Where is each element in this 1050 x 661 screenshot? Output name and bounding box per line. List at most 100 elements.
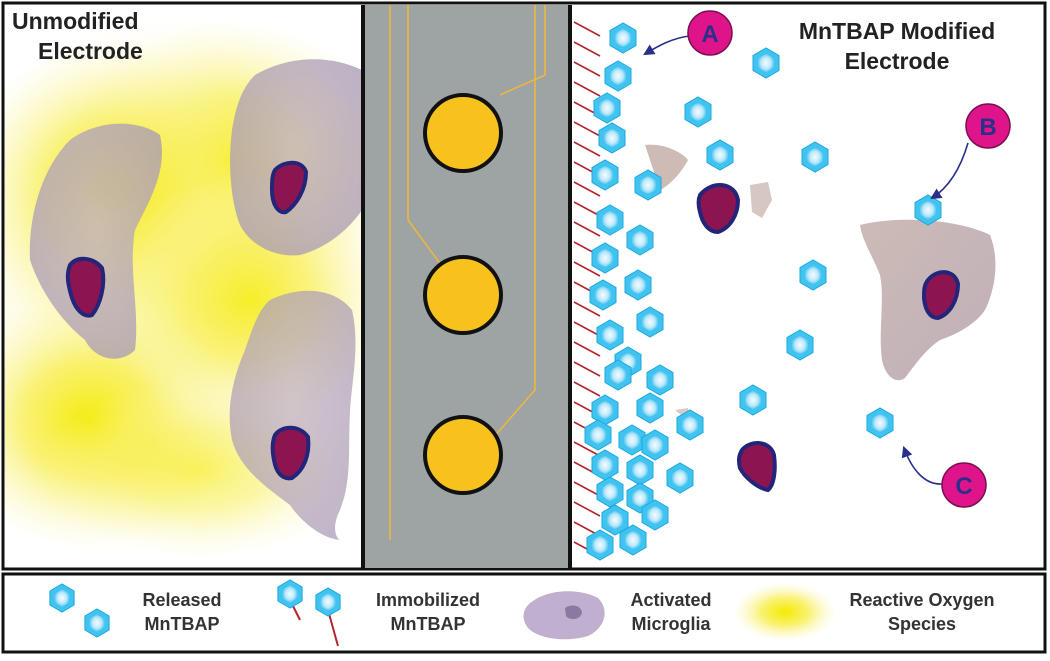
tether-line [573,361,601,377]
mntbap-hexagon-core [598,98,616,118]
mntbap-hexagon-core [871,413,889,433]
mntbap-hexagon-core [596,165,614,185]
nucleus [736,441,777,493]
mntbap-hexagon-core [631,488,649,508]
ros-glow-icon [733,582,837,642]
mntbap-hexagon-core [320,593,336,611]
mntbap-hexagon-core [919,200,937,220]
legend-microglia: Activated Microglia [606,588,736,636]
legend-immobilized-line2: MnTBAP [390,614,466,634]
tether-line [573,201,601,217]
mntbap-hexagon-core [624,530,642,550]
mntbap-hexagon-core [609,66,627,86]
tether-line [573,81,601,97]
legend-microglia-line1: Activated [630,590,712,610]
tether-line [573,21,601,37]
mntbap-hexagon-core [806,147,824,167]
legend-released: Released MnTBAP [112,588,252,636]
right-title-line2: Electrode [844,48,950,74]
mntbap-hexagon-core [681,415,699,435]
mntbap-hexagon-core [671,468,689,488]
mntbap-hexagon-core [744,390,762,410]
marker-a: A [687,10,733,56]
mntbap-hexagon-core [651,370,669,390]
marker-b-label: B [979,114,996,141]
nucleus [921,270,961,321]
nucleus [269,160,309,215]
microglia-cell [229,290,356,540]
marker-b: B [965,103,1011,149]
mntbap-hexagon-core [282,585,298,603]
nucleus [270,425,311,481]
electrode-contact [423,255,503,335]
arrow-c [901,445,943,485]
mntbap-hexagon-core [589,425,607,445]
marker-a-label: A [701,21,718,48]
mntbap-hexagon-core [596,455,614,475]
electrode-contact [423,415,503,495]
arrow-a [643,35,691,56]
tether-line [573,441,601,457]
left-panel-title: Unmodified Electrode [12,6,212,66]
legend-ros: Reactive Oxygen Species [832,588,1012,636]
tether-line [573,121,601,137]
tether-line [291,603,301,621]
microglia-icon [523,591,605,640]
arrow-b [930,142,969,200]
right-title-line1: MnTBAP Modified [798,18,996,44]
mntbap-hexagon-core [711,145,729,165]
tether-line [573,481,601,497]
microglia-cell [29,123,162,359]
left-title-line2: Electrode [38,38,143,64]
right-panel-title: MnTBAP Modified Electrode [748,16,1046,76]
mntbap-hexagon-core [596,248,614,268]
mntbap-hexagon-core [603,128,621,148]
mntbap-hexagon-core [601,210,619,230]
mntbap-hexagon-core [641,398,659,418]
mntbap-hexagon-core [54,589,70,607]
mntbap-hexagon-core [646,505,664,525]
tether-line [573,321,601,337]
tether-line [573,261,601,277]
legend-ros-line2: Species [887,614,957,634]
mntbap-hexagon-core [631,230,649,250]
immobilized-mntbap-icon [277,579,341,647]
marker-c: C [941,462,987,508]
mntbap-hexagon-core [596,400,614,420]
nucleus [65,256,106,318]
mntbap-hexagon-core [601,482,619,502]
mntbap-hexagon-core [594,285,612,305]
legend-microglia-line2: Microglia [631,614,711,634]
tether-line [573,381,601,397]
mntbap-hexagon-core [757,53,775,73]
legend-ros-line1: Reactive Oxygen [849,590,995,610]
mntbap-hexagon-core [614,28,632,48]
cell-fragment [645,144,688,190]
tether-line [573,301,601,317]
mntbap-hexagon-core [623,430,641,450]
mntbap-hexagon-core [606,510,624,530]
marker-c-label: C [955,473,972,500]
mntbap-hexagon-core [641,312,659,332]
tether-line [573,341,601,357]
tether-line [573,501,601,517]
mntbap-hexagon-core [689,102,707,122]
legend-immobilized-line1: Immobilized [375,590,480,610]
released-mntbap-hexagon-icon [49,583,110,638]
mntbap-hexagon-core [639,175,657,195]
mntbap-hexagon-core [631,460,649,480]
mntbap-hexagon-core [609,365,627,385]
mntbap-hexagon-core [89,614,105,632]
left-title-line1: Unmodified [12,8,139,34]
legend-released-line2: MnTBAP [144,614,220,634]
mntbap-hexagon-core [601,325,619,345]
tether-line [573,61,601,77]
tether-line [573,141,601,157]
microglia-cell [860,219,996,381]
mntbap-hexagon-core [804,265,822,285]
electrode-contact [423,93,503,173]
mntbap-hexagon-core [629,275,647,295]
mntbap-hexagon-core [791,335,809,355]
